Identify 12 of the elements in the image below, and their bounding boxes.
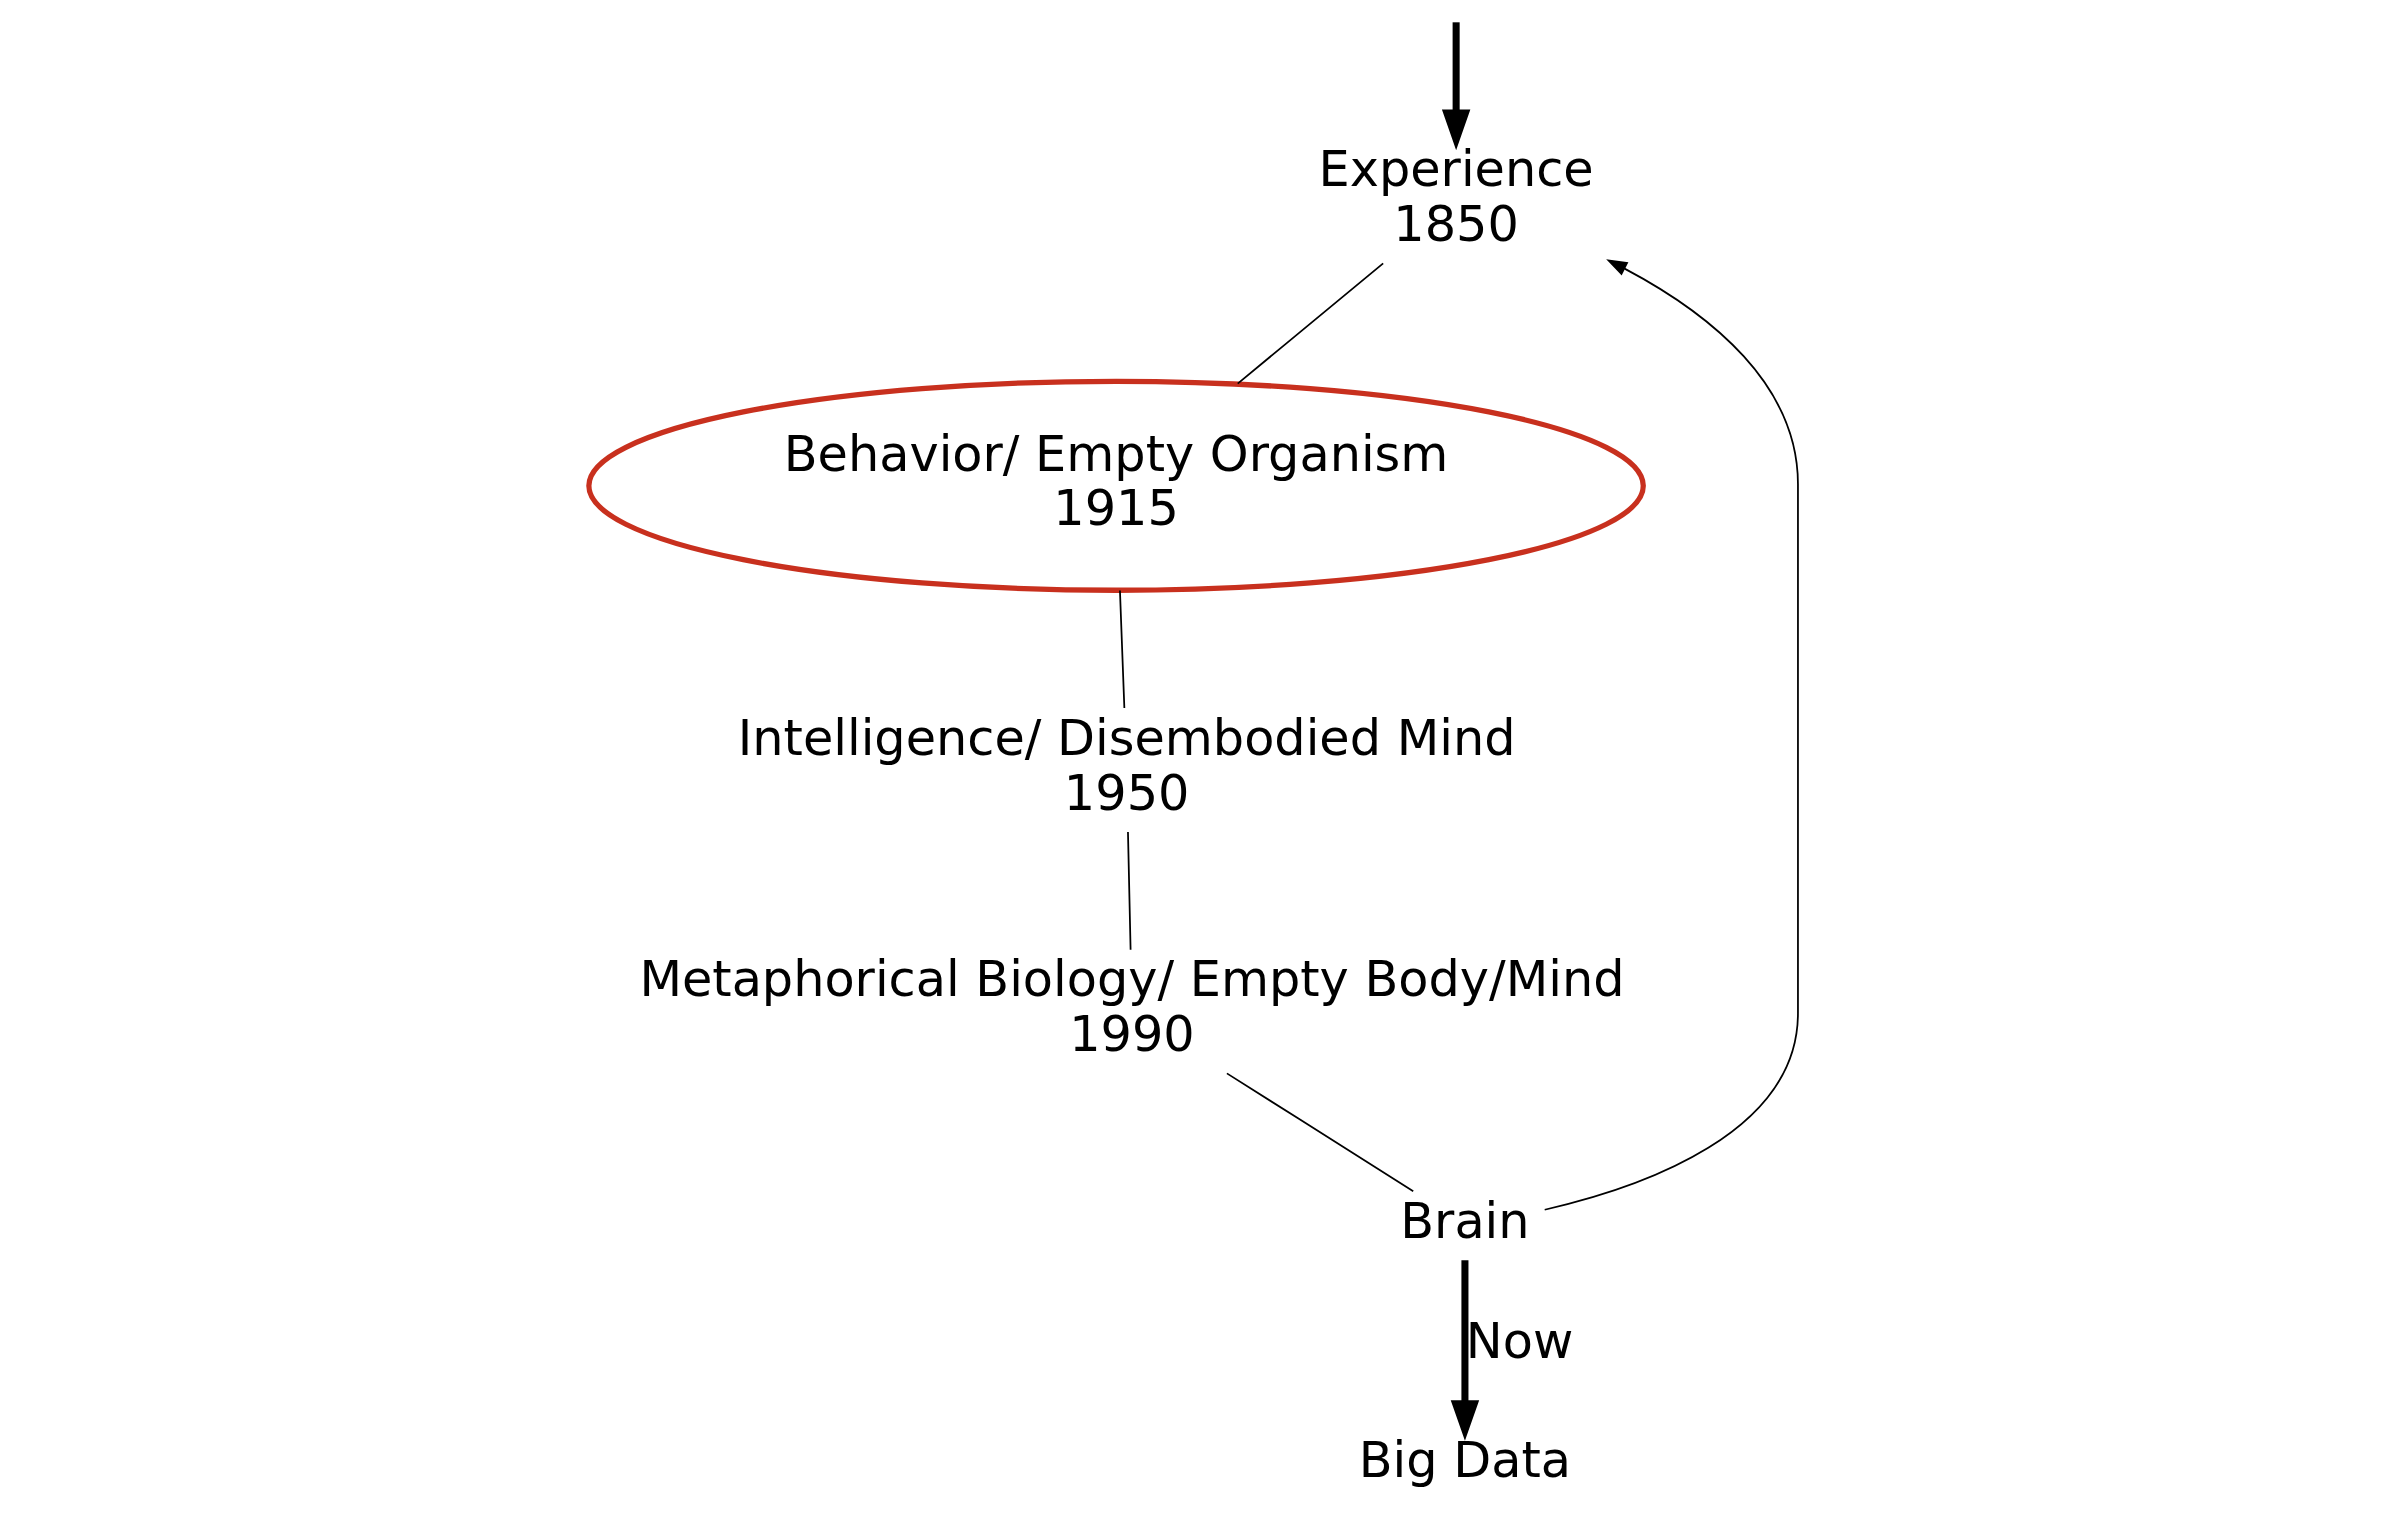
connector bbox=[1118, 589, 1125, 709]
node-text: Intelligence/ Disembodied Mind 1950 bbox=[737, 709, 1516, 822]
edge-label: Now bbox=[1465, 1311, 1573, 1370]
connector bbox=[1236, 262, 1384, 385]
arrow bbox=[1543, 259, 1799, 1211]
node-text: Brain bbox=[1399, 1191, 1530, 1250]
connector bbox=[1225, 1072, 1414, 1193]
connector bbox=[1126, 831, 1131, 951]
node-text: Metaphorical Biology/ Empty Body/Mind 1990 bbox=[638, 950, 1624, 1064]
node-text: Experience 1850 bbox=[1318, 140, 1594, 253]
node-ellipse: Behavior/ Empty Organism 1915 bbox=[585, 378, 1646, 593]
node-text: Big Data bbox=[1358, 1431, 1571, 1490]
